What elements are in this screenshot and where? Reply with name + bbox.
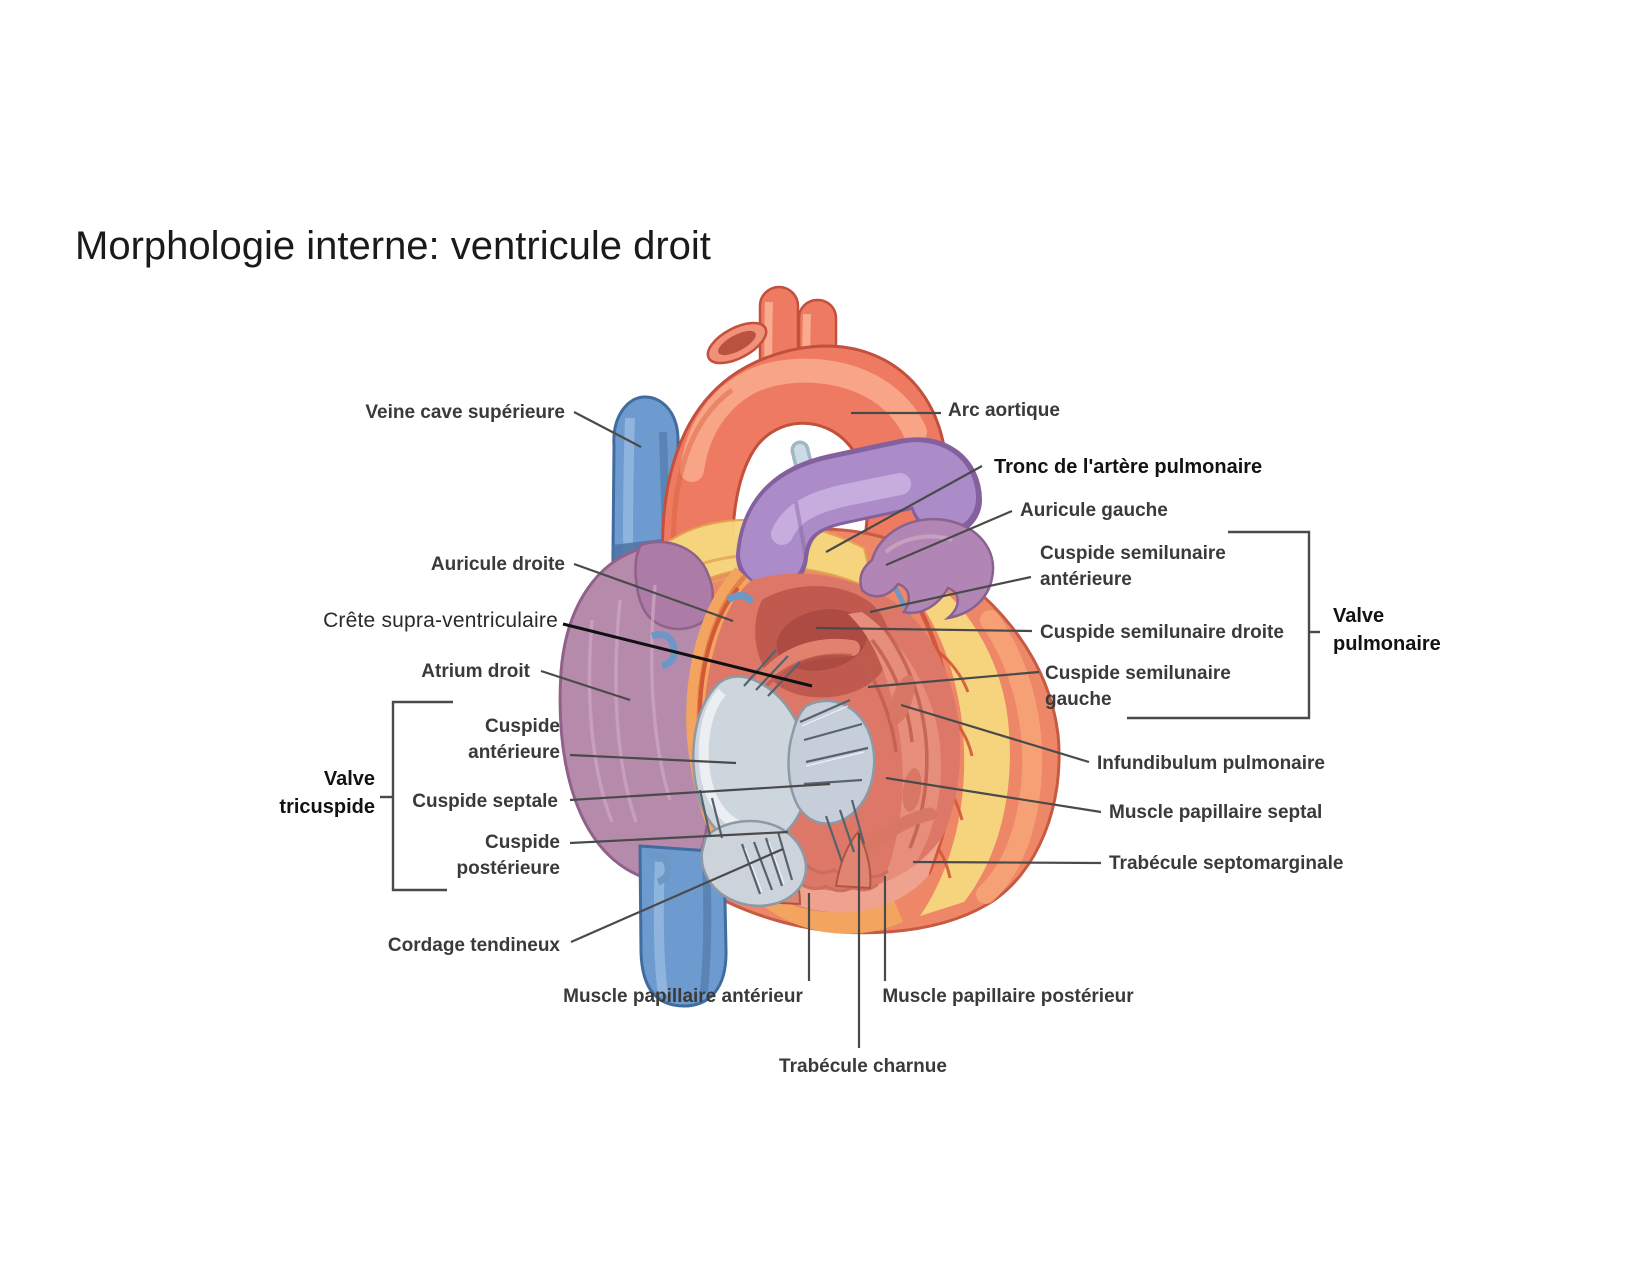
leader-muscle-papillaire-septal xyxy=(885,776,1102,814)
label-cuspide-semilunaire-anterieure: Cuspide semilunaire antérieure xyxy=(1040,543,1226,590)
tricuspid-anterior-cusp xyxy=(692,675,810,847)
tricuspid-posterior-cusp xyxy=(700,819,808,908)
leader-lines xyxy=(380,411,1320,1048)
page-title: Morphologie interne: ventricule droit xyxy=(75,224,711,268)
label-muscle-papillaire-posterieur: Muscle papillaire postérieur xyxy=(882,986,1134,1007)
label-cordage-tendineux: Cordage tendineux xyxy=(387,935,560,956)
leader-auricule-gauche xyxy=(885,509,1013,567)
leader-cuspide-sl-anterieure xyxy=(869,575,1032,614)
label-veine-cave-superieure: Veine cave supérieure xyxy=(365,402,565,423)
tricuspid-septal-cusp xyxy=(787,699,876,825)
cut-vein-stubs xyxy=(647,592,755,886)
posterior-papillary-muscle xyxy=(834,830,872,890)
cut-branch-vessel xyxy=(706,321,768,365)
label-crete-supra-ventriculaire: Crête supra-ventriculaire xyxy=(323,609,558,632)
leader-cordage-tendineux xyxy=(570,847,784,944)
right-ventricle-interior xyxy=(686,567,961,934)
leader-veine-cave xyxy=(573,411,642,448)
leader-atrium-droit xyxy=(540,669,631,702)
leader-cuspide-sl-gauche xyxy=(867,670,1040,689)
leader-tronc-pulmonaire xyxy=(825,465,983,553)
leader-infundibulum xyxy=(900,703,1090,764)
label-infundibulum-pulmonaire: Infundibulum pulmonaire xyxy=(1097,753,1325,774)
chordae-tendineae xyxy=(698,649,869,895)
label-valve-pulmonaire: Valve pulmonaire xyxy=(1333,605,1441,655)
leader-crete-supra-ventriculaire xyxy=(562,622,813,688)
leader-cuspide-posterieure xyxy=(569,830,789,845)
label-valve-tricuspide: Valve tricuspide xyxy=(279,768,375,818)
leader-cuspide-septale xyxy=(569,782,831,802)
label-atrium-droit: Atrium droit xyxy=(421,661,530,682)
leader-cuspide-sl-droite xyxy=(815,626,1033,633)
label-tronc-artere-pulmonaire: Tronc de l'artère pulmonaire xyxy=(994,456,1263,478)
label-cuspide-semilunaire-droite: Cuspide semilunaire droite xyxy=(1040,622,1284,643)
label-cuspide-posterieure: Cuspide postérieure xyxy=(456,832,560,879)
leader-trabecule-septomarginale xyxy=(912,860,1102,865)
leader-cuspide-anterieure xyxy=(569,753,737,765)
label-arc-aortique: Arc aortique xyxy=(948,400,1060,421)
bracket-valve-pulmonaire xyxy=(1127,530,1311,720)
label-auricule-gauche: Auricule gauche xyxy=(1020,500,1168,521)
label-cuspide-semilunaire-gauche: Cuspide semilunaire gauche xyxy=(1045,663,1231,710)
label-muscle-papillaire-septal: Muscle papillaire septal xyxy=(1109,802,1323,823)
label-trabecule-charnue: Trabécule charnue xyxy=(779,1056,947,1077)
pulmonary-trunk-shape xyxy=(736,437,982,592)
label-auricule-droite: Auricule droite xyxy=(430,554,565,575)
label-cuspide-anterieure: Cuspide antérieure xyxy=(468,716,560,763)
heart-illustration xyxy=(558,285,1061,1008)
label-trabecule-septomarginale: Trabécule septomarginale xyxy=(1109,853,1344,874)
leader-auricule-droite xyxy=(573,562,734,623)
label-cuspide-septale: Cuspide septale xyxy=(412,791,558,812)
label-muscle-papillaire-anterieur: Muscle papillaire antérieur xyxy=(563,986,803,1007)
chordae-highlights xyxy=(744,705,865,893)
right-atrium-shape xyxy=(558,540,715,882)
